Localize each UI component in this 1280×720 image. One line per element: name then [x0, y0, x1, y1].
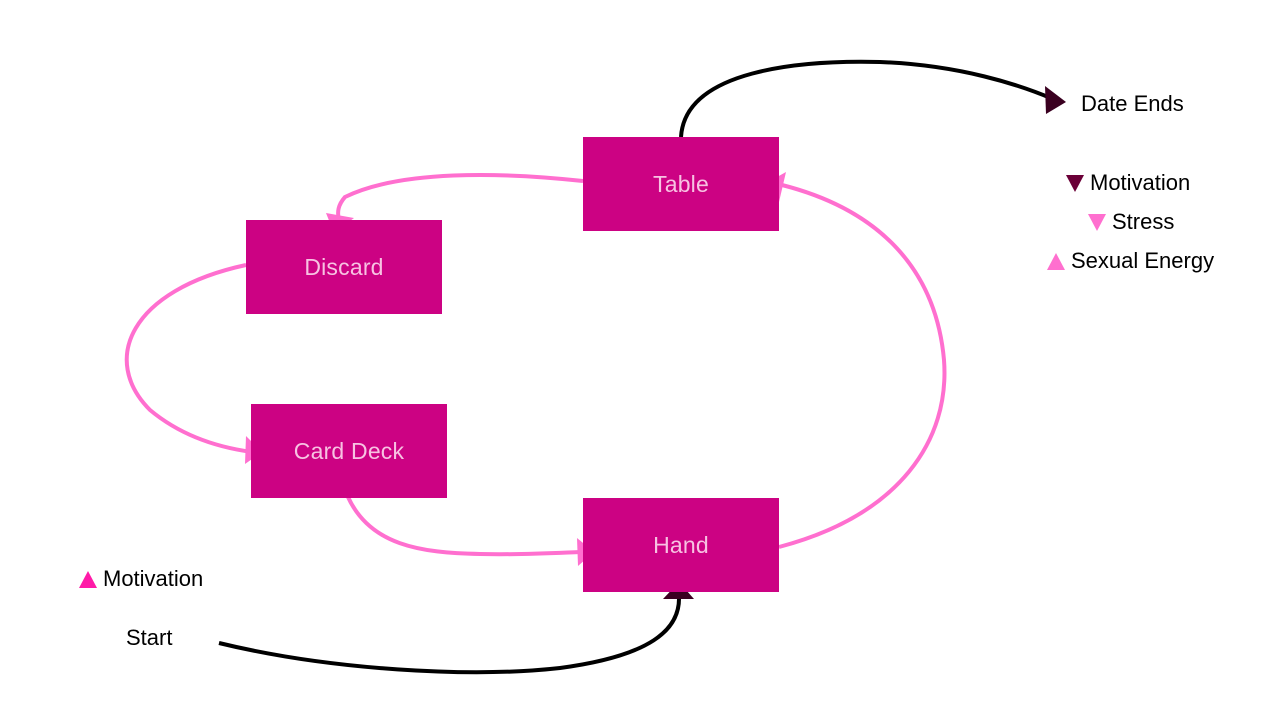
triangle-down-icon [1066, 174, 1084, 192]
arrow-hand-to-table [778, 183, 947, 549]
date-ends-label: Date Ends [1081, 91, 1184, 116]
node-card-deck: Card Deck [251, 404, 447, 498]
legend-text: Motivation [103, 566, 204, 591]
node-discard: Discard [246, 220, 442, 314]
node-discard-label: Discard [304, 253, 384, 280]
legend-text: Sexual Energy [1071, 248, 1215, 273]
triangle-up-icon [79, 570, 97, 588]
node-hand-label: Hand [653, 531, 709, 558]
legend-top-stress: Stress [1088, 209, 1174, 235]
legend-text: Stress [1112, 209, 1175, 234]
arrow-table-to-date-ends [679, 59, 1054, 138]
arrowhead-date-ends [1045, 86, 1066, 114]
node-hand: Hand [583, 498, 779, 592]
arrow-deck-to-hand [346, 496, 581, 557]
start-label: Start [126, 625, 173, 650]
triangle-down-icon [1088, 213, 1106, 231]
arrow-table-to-discard [336, 172, 584, 221]
node-table: Table [583, 137, 779, 231]
legend-text: Motivation [1090, 170, 1191, 195]
legend-top-sexual-energy: Sexual Energy [1047, 248, 1214, 274]
arrow-discard-to-deck [124, 263, 253, 454]
triangle-up-icon [1047, 252, 1065, 270]
node-table-label: Table [653, 170, 709, 197]
arrow-start-to-hand [218, 596, 682, 675]
legend-top-motivation: Motivation [1066, 170, 1190, 196]
legend-bottom-motivation: Motivation [79, 566, 203, 592]
node-card-deck-label: Card Deck [293, 437, 405, 464]
